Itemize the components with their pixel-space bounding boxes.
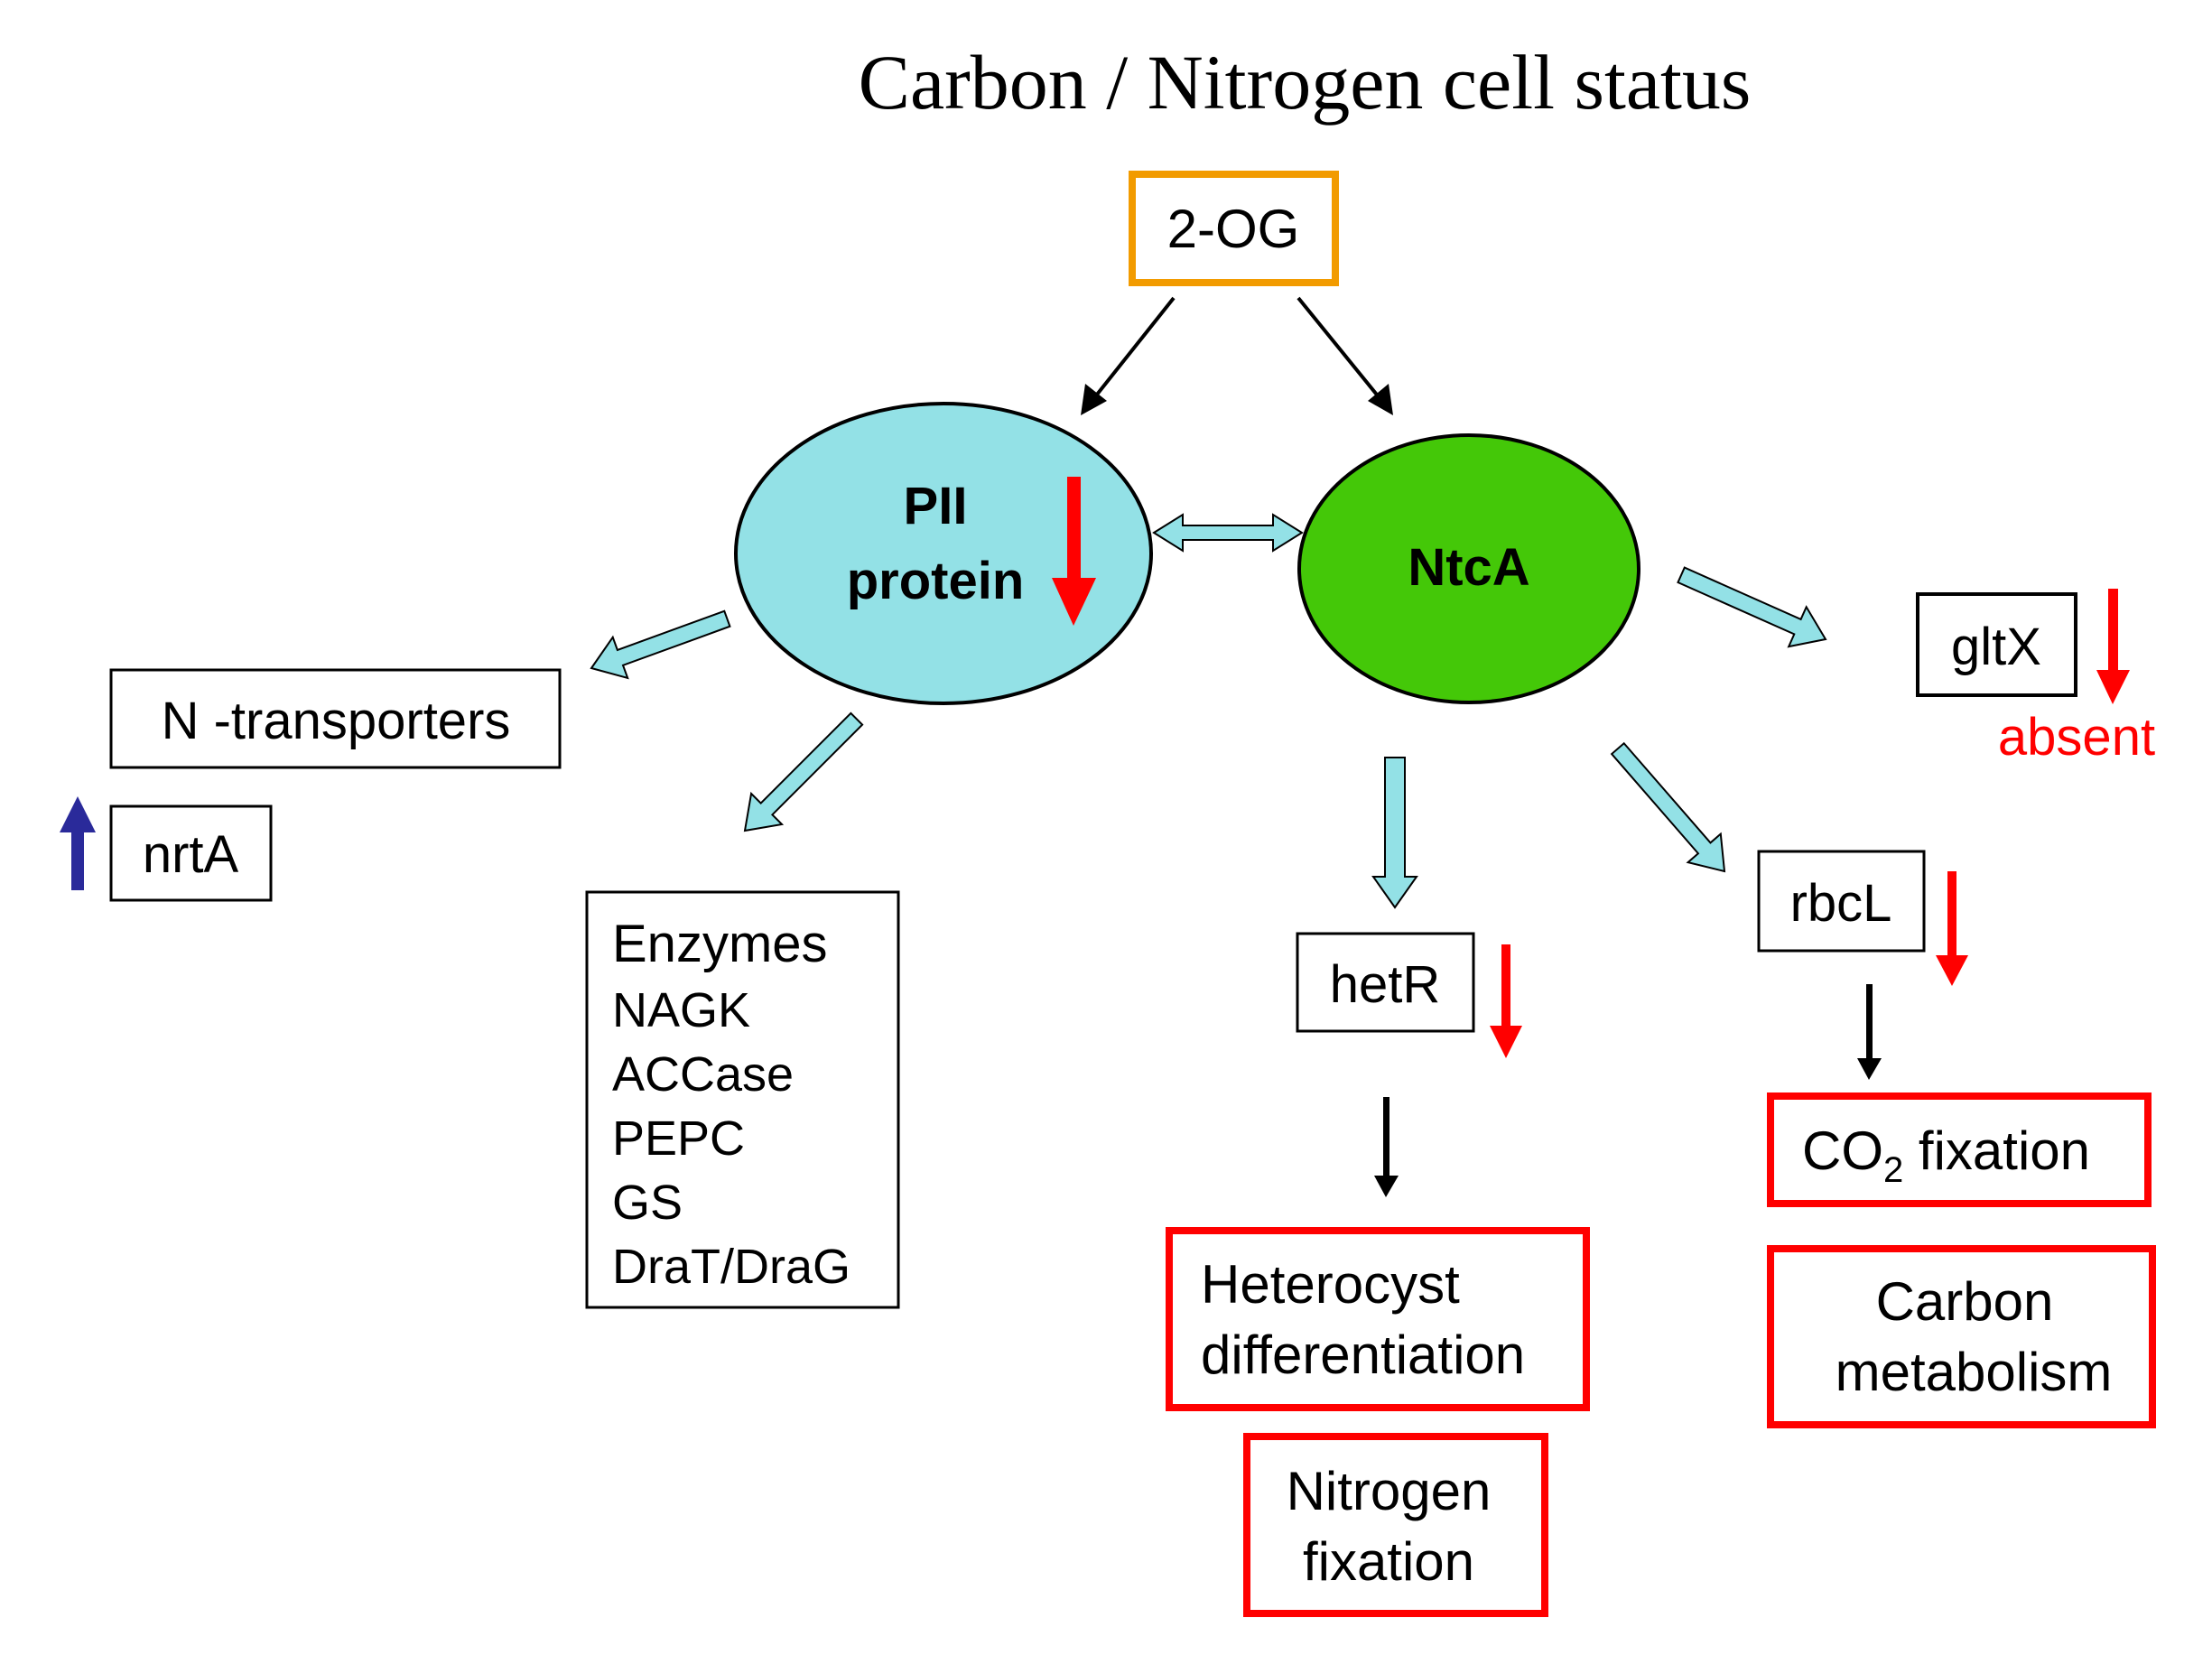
hetr-to-heterocyst-arrow [1374, 1097, 1399, 1197]
pii-to-ntransporters-arrow [590, 609, 731, 680]
ntca-to-hetr-arrow [1371, 757, 1418, 909]
hetr-decrease-arrow [1490, 944, 1522, 1058]
gltx-label: gltX [1951, 618, 2041, 676]
pii-decrease-arrow [1052, 477, 1096, 626]
nitrogen-label-line1: Nitrogen [1287, 1461, 1492, 1521]
pii-label-line2: protein [847, 552, 1025, 610]
enzyme-item: PEPC [612, 1111, 745, 1166]
gltx-absent-note: absent [1998, 708, 2155, 767]
enzyme-item: DraT/DraG [612, 1240, 850, 1294]
n-transporters-box [109, 668, 562, 769]
diagram-title: Carbon / Nitrogen cell status [859, 39, 1752, 126]
heterocyst-differentiation-box [1166, 1227, 1590, 1411]
og-to-ntca-arrow [1297, 296, 1393, 415]
enzyme-item: NAGK [612, 983, 750, 1037]
heterocyst-label-line2: differentiation [1201, 1325, 1525, 1385]
enzyme-item: GS [612, 1176, 683, 1230]
co2-suffix: fixation [1903, 1120, 2090, 1181]
n-transporters-label: N -transporters [162, 692, 511, 750]
pii-protein-node [734, 402, 1153, 705]
enzymes-heading: Enzymes [612, 915, 828, 973]
rbcl-decrease-arrow [1936, 871, 1968, 986]
heterocyst-label-line1: Heterocyst [1201, 1254, 1460, 1315]
co2-prefix: CO [1802, 1120, 1883, 1181]
gltx-decrease-arrow [2096, 589, 2130, 704]
nrta-label: nrtA [143, 825, 239, 884]
gltx-box [1916, 592, 2077, 697]
og-label: 2-OG [1167, 199, 1300, 259]
pii-label-line1: PII [904, 477, 968, 535]
nrta-box [109, 804, 273, 902]
ntca-to-gltx-arrow [1677, 566, 1827, 648]
rbcl-to-co2-arrow [1857, 984, 1882, 1080]
ntca-label: NtcA [1408, 538, 1529, 597]
enzyme-item: ACCase [612, 1047, 794, 1102]
og-to-pii-arrow [1081, 296, 1176, 415]
carbon-label-line1: Carbon [1876, 1271, 2054, 1332]
ntca-to-rbcl-arrow [1610, 741, 1726, 873]
pii-to-enzymes-arrow [743, 711, 864, 832]
carbon-metabolism-box [1767, 1245, 2156, 1428]
carbon-label-line2: metabolism [1836, 1342, 2113, 1402]
og-box [1129, 171, 1339, 286]
enzymes-box [585, 890, 900, 1309]
hetr-label: hetR [1330, 955, 1441, 1014]
rbcl-label: rbcL [1790, 874, 1892, 933]
co2-fixation-label: CO2 fixation [1802, 1120, 2090, 1190]
rbcl-box [1757, 850, 1926, 953]
nrta-increase-arrow [60, 796, 96, 890]
ntca-node [1297, 433, 1640, 704]
nitrogen-label-line2: fixation [1303, 1531, 1474, 1592]
pii-ntca-double-arrow [1152, 513, 1304, 553]
hetr-box [1296, 932, 1475, 1033]
nitrogen-fixation-box [1243, 1433, 1548, 1617]
co2-fixation-box [1767, 1092, 2152, 1207]
co2-subscript: 2 [1883, 1150, 1903, 1190]
